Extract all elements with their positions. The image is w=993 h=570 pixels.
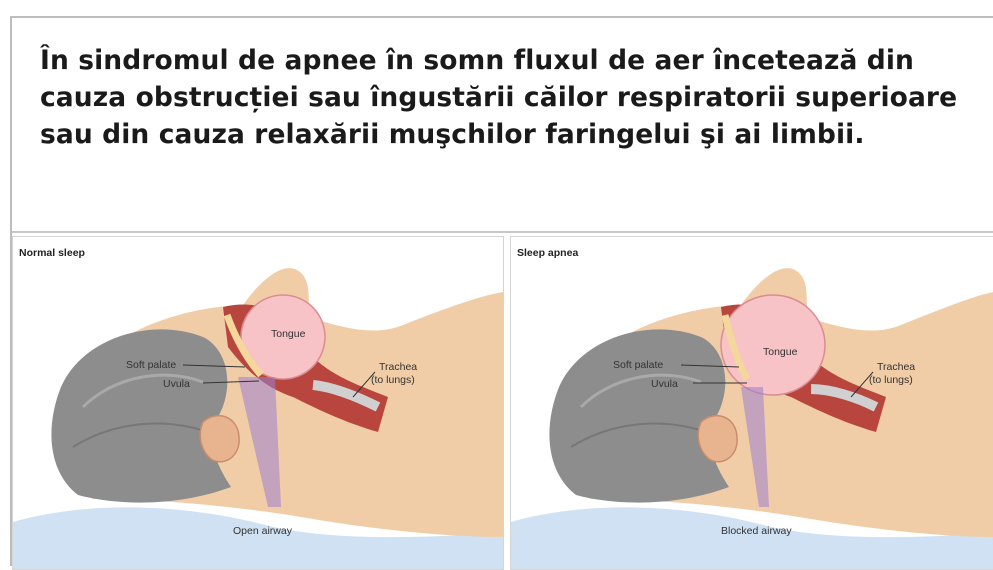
sleep-apnea-illustration: Tongue Soft palate Uvula Trachea (to lun… xyxy=(511,237,993,569)
tongue-label: Tongue xyxy=(271,328,306,340)
uvula-label: Uvula xyxy=(651,378,678,390)
hair xyxy=(51,329,231,502)
ear xyxy=(200,416,239,462)
uvula-label: Uvula xyxy=(163,378,190,390)
normal-sleep-panel: Tongue Soft palate Uvula Trachea (to lun… xyxy=(12,236,504,570)
normal-sleep-illustration: Tongue Soft palate Uvula Trachea (to lun… xyxy=(13,237,503,569)
sleep-apnea-panel: Tongue Soft palate Uvula Trachea (to lun… xyxy=(510,236,993,570)
caption-line-1: În sindromul de apnee în somn fluxul de … xyxy=(40,45,914,76)
airway-label: Blocked airway xyxy=(721,525,792,537)
ear xyxy=(698,416,737,462)
soft-palate-label: Soft palate xyxy=(126,359,176,371)
panel-title: Sleep apnea xyxy=(517,247,578,259)
trachea-note-label: (to lungs) xyxy=(371,374,415,386)
trachea-label: Trachea xyxy=(877,361,915,373)
trachea-note-label: (to lungs) xyxy=(869,374,913,386)
caption-divider xyxy=(12,231,993,233)
airway-label: Open airway xyxy=(233,525,293,537)
hair xyxy=(549,329,729,502)
soft-palate-label: Soft palate xyxy=(613,359,663,371)
panel-title: Normal sleep xyxy=(19,247,85,259)
tongue-label: Tongue xyxy=(763,346,798,358)
caption-text: În sindromul de apnee în somn fluxul de … xyxy=(40,42,960,153)
caption-box: În sindromul de apnee în somn fluxul de … xyxy=(12,18,993,230)
caption-line-2: cauza obstrucției sau îngustării căilor … xyxy=(40,82,957,113)
caption-line-3: sau din cauza relaxării muşchilor faring… xyxy=(40,119,865,150)
trachea-label: Trachea xyxy=(379,361,417,373)
